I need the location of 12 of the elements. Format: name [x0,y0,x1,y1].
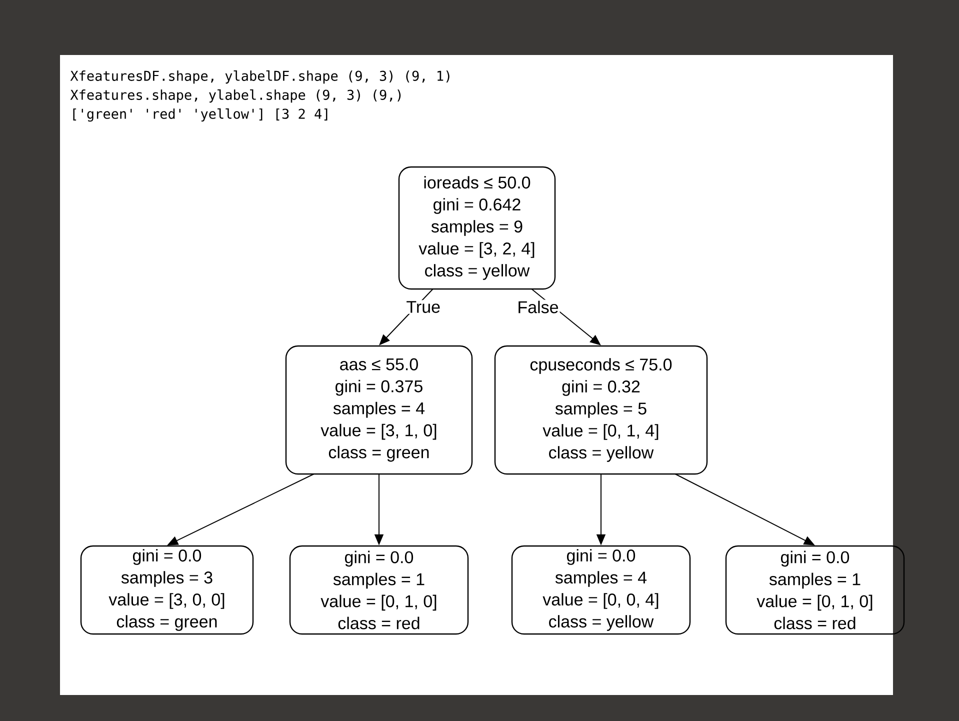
decision-node: cpuseconds ≤ 75.0 gini = 0.32 samples = 5 value = [0, 1, 4] class = yellow [494,345,708,475]
leaf-node: gini = 0.0 samples = 1 value = [0, 1, 0] class = red [289,545,469,635]
leaf-node: gini = 0.0 samples = 4 value = [0, 0, 4] class = yellow [511,545,691,635]
code-output-line: Xfeatures.shape, ylabel.shape (9, 3) (9,) [70,89,401,103]
leaf-node: gini = 0.0 samples = 3 value = [3, 0, 0] class = green [80,545,254,635]
code-output-line: ['green' 'red' 'yellow'] [3 2 4] [73,108,328,122]
decision-node: ioreads ≤ 50.0 gini = 0.642 samples = 9 value = [3, 2, 4] class = yellow [398,166,556,290]
edge-label: True [405,300,442,314]
code-output-line: XfeaturesDF.shape, ylabelDF.shape (9, 3) (9, 1) [70,70,450,84]
edge-label: False [516,300,560,314]
decision-node: aas ≤ 55.0 gini = 0.375 samples = 4 value = [3, 1, 0] class = green [285,345,473,475]
leaf-node: gini = 0.0 samples = 1 value = [0, 1, 0] class = red [725,545,905,635]
